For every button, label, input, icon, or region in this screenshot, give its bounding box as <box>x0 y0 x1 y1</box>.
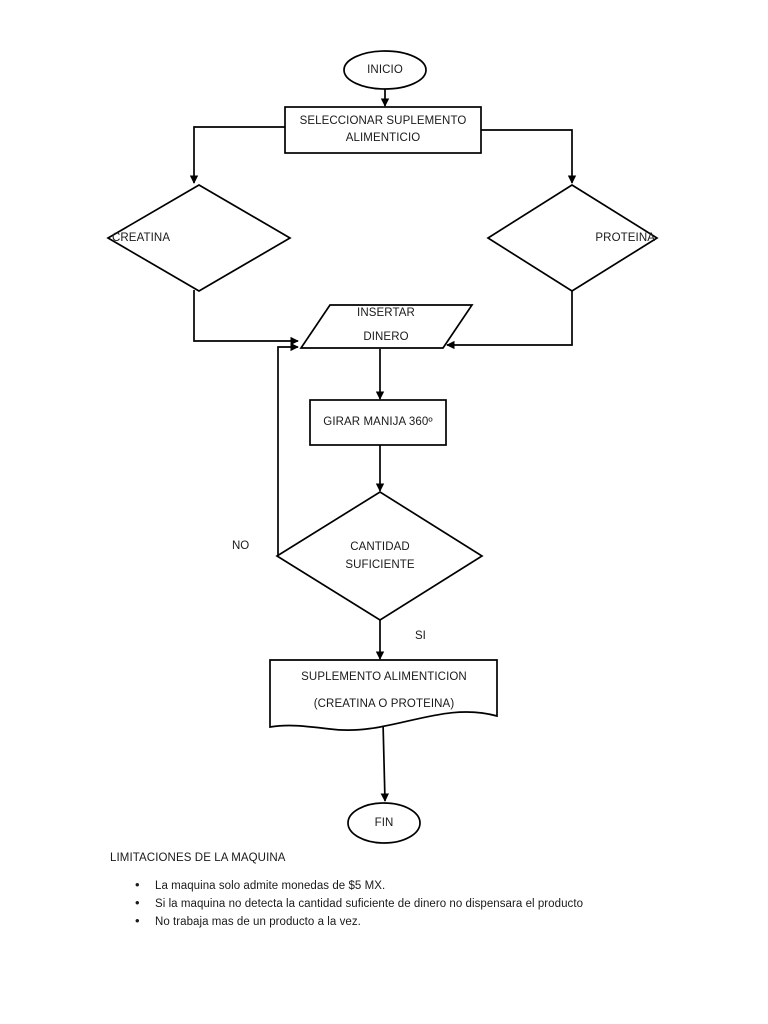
list-item: • No trabaja mas de un producto a la vez… <box>110 913 710 931</box>
list-item: • La maquina solo admite monedas de $5 M… <box>110 877 710 895</box>
bullet-glyph: • <box>135 877 140 892</box>
node-insertar-dinero[interactable] <box>299 304 474 349</box>
edge-label-no: NO <box>232 540 250 552</box>
edge-label-si: SI <box>415 630 426 642</box>
edge-proteina-to-insertar <box>446 290 573 350</box>
node-fin[interactable] <box>347 802 421 844</box>
node-cantidad-suficiente[interactable] <box>275 490 484 622</box>
edge-seleccionar-to-creatina <box>189 126 285 184</box>
list-item-text: La maquina solo admite monedas de $5 MX. <box>155 880 386 892</box>
node-girar-manija[interactable] <box>309 399 447 446</box>
limitations-list: • La maquina solo admite monedas de $5 M… <box>110 877 710 931</box>
list-item-text: Si la maquina no detecta la cantidad suf… <box>155 898 584 910</box>
limitations-section: LIMITACIONES DE LA MAQUINA • La maquina … <box>110 852 710 931</box>
node-proteina[interactable] <box>486 183 659 293</box>
node-suplemento-alimenticion[interactable] <box>269 659 498 731</box>
list-item: • Si la maquina no detecta la cantidad s… <box>110 895 710 913</box>
list-item-text: No trabaja mas de un producto a la vez. <box>155 916 361 928</box>
bullet-glyph: • <box>135 895 140 910</box>
node-creatina[interactable] <box>106 184 292 292</box>
limitations-title: LIMITACIONES DE LA MAQUINA <box>110 852 286 864</box>
edge-seleccionar-to-proteina <box>481 129 577 184</box>
edge-cantidad-no-to-insertar <box>277 342 299 556</box>
edge-creatina-to-insertar <box>193 290 299 346</box>
bullet-glyph: • <box>135 913 140 928</box>
node-seleccionar-suplemento[interactable] <box>284 106 482 154</box>
node-inicio[interactable] <box>343 50 427 90</box>
edge-suplemento-to-fin <box>380 721 390 802</box>
